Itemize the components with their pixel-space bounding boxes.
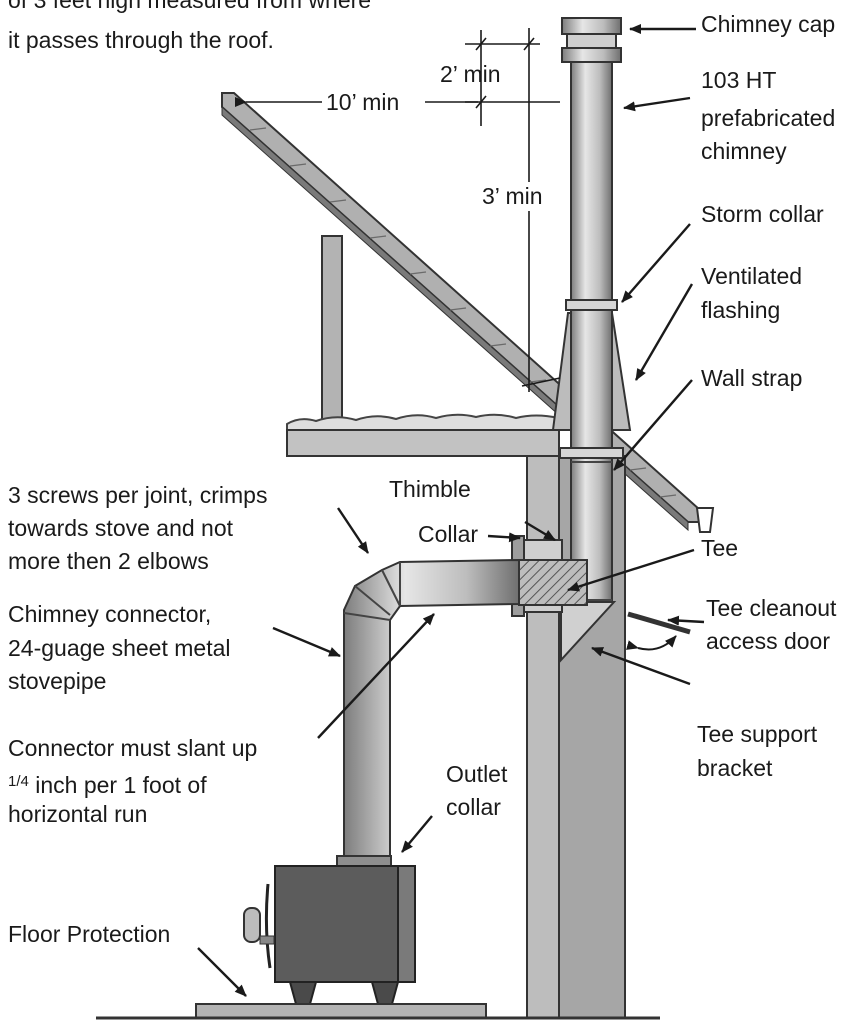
slant-note-2-rest: inch per 1 foot of [28,772,207,798]
dimension-2ft: 2’ min [440,61,501,87]
intro-line-2: it passes through the roof. [8,27,274,53]
label-tee-cleanout-1: Tee cleanout [706,595,837,621]
label-ventilated-flashing-1: Ventilated [701,263,803,289]
tee-shape [518,559,588,606]
label-chimney-cap: Chimney cap [701,11,836,37]
label-prefab-chimney-1: 103 HT [701,67,777,93]
label-slant-note-1: Connector must slant up [8,735,258,761]
label-floor-protection: Floor Protection [8,921,171,947]
label-screws-note-3: more then 2 elbows [8,548,209,574]
label-connector-3: stovepipe [8,668,107,694]
tee-cleanout-door-shape [627,611,691,635]
roof [221,92,715,533]
chimney-cap-shape [561,17,622,63]
label-tee-support-2: bracket [697,755,773,781]
label-tee-cleanout-2: access door [706,628,831,654]
label-prefab-chimney-2: prefabricated [701,105,836,131]
leader-arrows [197,24,705,997]
label-tee-support-1: Tee support [697,721,818,747]
label-ventilated-flashing-2: flashing [701,297,781,323]
label-thimble: Thimble [389,476,471,502]
label-screws-note-1: 3 screws per joint, crimps [8,482,268,508]
intro-line-1: of 3 feet high measured from where [8,0,372,13]
label-outlet-collar-2: collar [446,794,501,820]
label-wall-strap: Wall strap [701,365,803,391]
label-storm-collar: Storm collar [701,201,824,227]
wood-stove [243,855,416,1005]
dimension-3ft: 3’ min [480,182,545,211]
label-outlet-collar-1: Outlet [446,761,508,787]
attic-structure [286,235,560,457]
dimension-10ft: 10’ min [324,88,402,117]
label-connector-2: 24-guage sheet metal [8,635,231,661]
slant-fraction: 1/4 [8,773,29,790]
label-slant-note-2: 1/4 inch per 1 foot of [8,767,207,800]
prefab-chimney-pipe [559,59,624,603]
door-swing-arrow [626,635,677,651]
label-screws-note-2: towards stove and not [8,515,234,541]
label-collar: Collar [418,521,479,547]
floor-protection-pad [195,1003,487,1019]
label-connector-1: Chimney connector, [8,601,212,627]
label-prefab-chimney-3: chimney [701,138,787,164]
label-tee: Tee [701,535,739,561]
label-slant-note-3: horizontal run [8,801,148,827]
